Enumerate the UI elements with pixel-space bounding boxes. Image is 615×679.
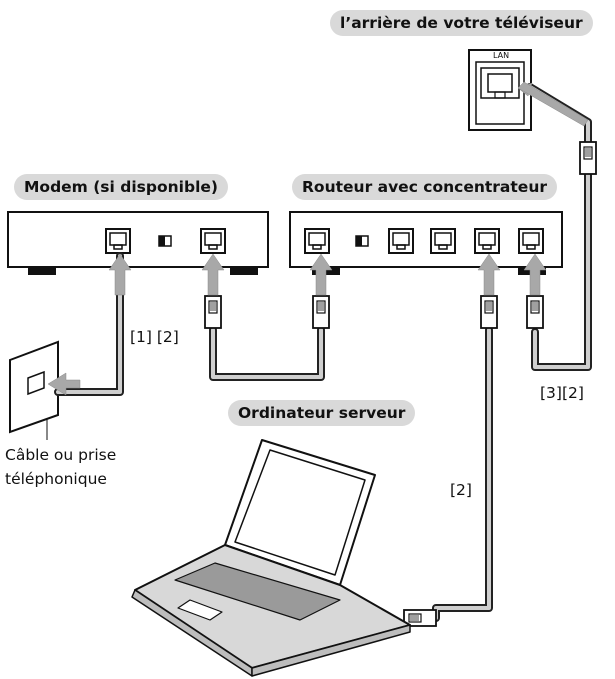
tv-back-label: l’arrière de votre téléviseur — [330, 10, 593, 36]
wall-jack-caption-line2: téléphonique — [5, 470, 107, 488]
cable-label-router-pc: [2] — [450, 481, 472, 499]
lan-port-label: LAN — [493, 51, 510, 60]
wall-jack-caption-line1: Câble ou prise — [5, 446, 117, 464]
wall-jack — [9, 340, 59, 434]
modem-box — [7, 211, 269, 275]
router-label: Routeur avec concentrateur — [292, 174, 557, 200]
cable-label-router-tv: [3][2] — [540, 384, 584, 402]
laptop — [131, 439, 411, 677]
cable-label-wall-modem: [1] [2] — [130, 328, 179, 346]
modem-label: Modem (si disponible) — [14, 174, 228, 200]
server-label: Ordinateur serveur — [228, 400, 416, 426]
router-box — [289, 211, 563, 275]
